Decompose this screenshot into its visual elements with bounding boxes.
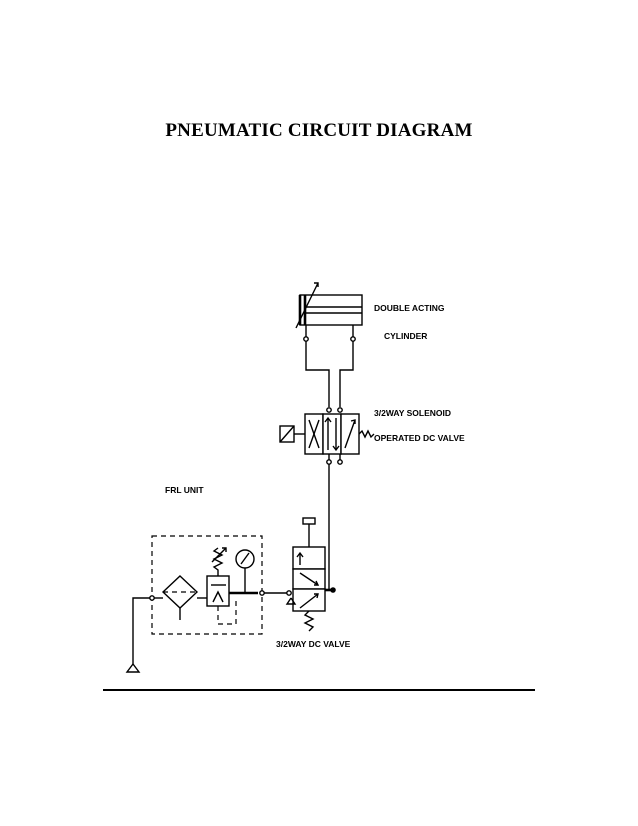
cylinder-label-line2: CYLINDER xyxy=(384,331,427,341)
cylinder-label-line1: DOUBLE ACTING xyxy=(374,303,445,313)
solenoid-label-line1: 3/2WAY SOLENOID xyxy=(374,408,451,418)
double-acting-cylinder xyxy=(295,282,363,342)
frl-unit-label: FRL UNIT xyxy=(165,485,204,495)
solenoid-valve xyxy=(279,407,375,465)
solenoid-label-line2: OPERATED DC VALVE xyxy=(374,433,465,443)
page-title: PNEUMATIC CIRCUIT DIAGRAM xyxy=(165,120,473,141)
manual-valve-label: 3/2WAY DC VALVE xyxy=(276,639,351,649)
manual-dc-valve xyxy=(285,517,336,632)
frl-unit xyxy=(151,535,263,635)
air-supply xyxy=(125,590,292,673)
